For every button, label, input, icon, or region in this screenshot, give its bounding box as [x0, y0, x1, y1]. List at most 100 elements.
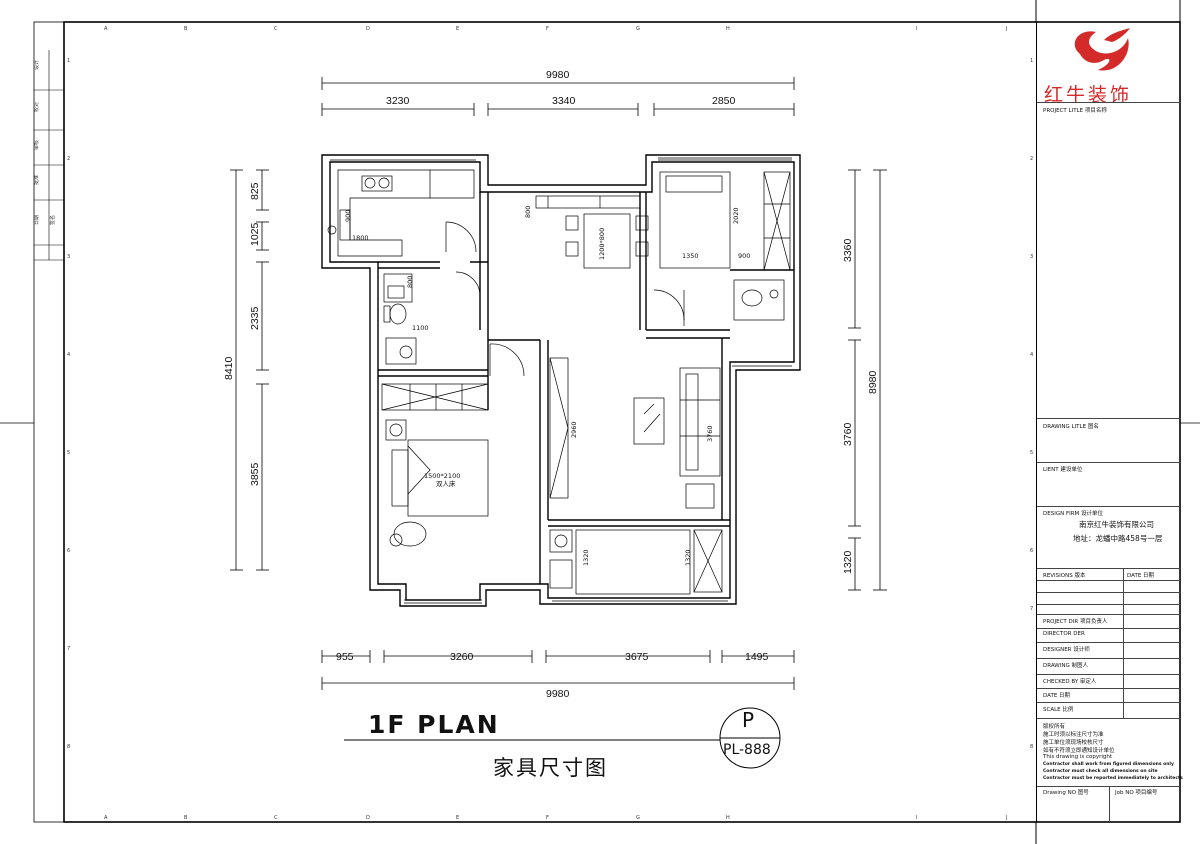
dim-bottom-seg: 3260: [450, 651, 474, 663]
drawing-no-label: Drawing NO 图号: [1043, 790, 1089, 796]
director-label: DIRECTOR DER: [1043, 631, 1085, 637]
svg-text:E: E: [456, 26, 459, 32]
svg-text:2: 2: [1030, 156, 1033, 162]
svg-text:F: F: [546, 26, 549, 32]
copyright-line: 施工时须以标注尺寸为准: [1043, 732, 1104, 738]
svg-text:1: 1: [67, 58, 70, 64]
windows: [330, 157, 792, 604]
dim-top-total: 9980: [546, 69, 570, 81]
svg-text:J: J: [1005, 815, 1007, 821]
svg-text:7: 7: [67, 646, 70, 652]
dim-right-seg: 3360: [842, 238, 854, 262]
svg-text:双人床: 双人床: [436, 479, 456, 488]
furniture: [327, 169, 791, 595]
svg-text:J: J: [1005, 26, 1007, 32]
room-labels: 900 1800 1200*800 800 800 1100 1500*2100…: [344, 206, 750, 566]
svg-text:4: 4: [67, 352, 70, 358]
stamp-letter: P: [742, 708, 755, 732]
dim-bottom-total: 9980: [546, 688, 570, 700]
dim-top-seg: 3230: [386, 95, 410, 107]
client-label: LIENT 建设单位: [1043, 467, 1083, 473]
svg-text:2960: 2960: [570, 421, 578, 438]
dim-left-total: 8410: [223, 356, 235, 380]
drawing-subtitle: 家具尺寸图: [493, 756, 608, 780]
svg-text:1350: 1350: [682, 252, 699, 260]
svg-text:C: C: [274, 26, 278, 32]
copyright-line: 施工单位须现场校核尺寸: [1043, 740, 1104, 746]
project-title-label: PROJECT LITLE 项目名称: [1043, 108, 1107, 114]
dim-left-seg: 2335: [249, 306, 261, 330]
brand-logo-mark: [1074, 28, 1130, 71]
date-col-label: DATE 日期: [1127, 573, 1155, 579]
svg-text:I: I: [916, 815, 917, 821]
dim-left-seg: 825: [249, 182, 261, 200]
dim-left-seg: 1025: [249, 222, 261, 246]
svg-text:3: 3: [67, 254, 70, 260]
copyright-line: 版权所有: [1043, 724, 1066, 730]
dim-bottom-seg: 3675: [625, 651, 649, 663]
svg-text:900: 900: [738, 252, 750, 260]
strip-label: 设计: [33, 60, 40, 70]
design-firm-label: DESIGN FIRM 设计单位: [1043, 511, 1104, 517]
drawing-frame: [63, 21, 1181, 823]
dimension-lines: [230, 77, 887, 690]
svg-text:1200*800: 1200*800: [598, 228, 606, 260]
brand-name: 红牛装饰: [1044, 84, 1133, 106]
drawing-label: DRAWING 制图人: [1043, 663, 1088, 669]
strip-label: 日期: [34, 215, 40, 225]
checked-label: CHECKED BY 审定人: [1043, 679, 1097, 685]
svg-text:F: F: [546, 815, 549, 821]
job-no-label: Job NO 项目编号: [1115, 790, 1158, 796]
svg-text:1800: 1800: [352, 234, 369, 242]
svg-text:7: 7: [1030, 606, 1033, 612]
dim-left-seg: 3855: [249, 462, 261, 486]
svg-text:2020: 2020: [732, 207, 740, 224]
dimension-labels: 9980 3230 3340 2850 955 3260 3675 1495 9…: [223, 69, 879, 700]
svg-text:D: D: [366, 26, 370, 32]
drawing-title-label: DRAWING LITLE 图名: [1043, 424, 1099, 430]
svg-text:B: B: [184, 815, 188, 821]
copyright-line: Contractor must be reported immediately …: [1043, 776, 1183, 781]
copyright-line: Contractor shall work from figured dimen…: [1043, 762, 1174, 767]
svg-text:6: 6: [67, 548, 70, 554]
copyright-line: This drawing is copyright: [1043, 754, 1113, 760]
svg-text:1100: 1100: [412, 324, 429, 332]
svg-text:6: 6: [1030, 548, 1033, 554]
svg-text:8: 8: [67, 744, 70, 750]
svg-text:5: 5: [1030, 450, 1033, 456]
strip-label: 审核: [33, 140, 40, 150]
strip-label: 批准: [33, 175, 40, 185]
left-strip-rows: [34, 50, 64, 261]
strip-label: 校对: [33, 102, 40, 112]
walls: [321, 154, 801, 607]
dim-right-seg: 1320: [842, 550, 854, 574]
dim-right-seg: 3760: [842, 422, 854, 446]
svg-text:G: G: [636, 26, 640, 32]
grid-letters-bottom: A B C D E F G H I J: [104, 815, 1007, 821]
firm-address: 地址：龙蟠中路458号一层: [1073, 534, 1163, 543]
svg-text:A: A: [104, 815, 108, 821]
drawing-title: 1F PLAN: [368, 710, 500, 739]
svg-text:G: G: [636, 815, 640, 821]
svg-text:I: I: [916, 26, 917, 32]
svg-text:8: 8: [1030, 744, 1033, 750]
revisions-label: REVISIONS 版本: [1043, 573, 1086, 579]
svg-text:800: 800: [524, 206, 532, 218]
svg-text:900: 900: [344, 210, 352, 222]
svg-text:1: 1: [1030, 58, 1033, 64]
svg-text:H: H: [726, 815, 730, 821]
strip-label: 签名: [49, 215, 56, 225]
scale-label: SCALE 比例: [1043, 707, 1074, 713]
svg-text:1320: 1320: [582, 549, 590, 566]
svg-text:C: C: [274, 815, 278, 821]
svg-text:800: 800: [406, 276, 414, 288]
svg-text:3760: 3760: [706, 425, 714, 442]
firm-name: 南京红牛装饰有限公司: [1079, 520, 1154, 529]
dim-top-seg: 3340: [552, 95, 576, 107]
dim-bottom-seg: 1495: [745, 651, 769, 663]
svg-text:E: E: [456, 815, 459, 821]
dim-bottom-seg: 955: [336, 651, 354, 663]
svg-text:4: 4: [1030, 352, 1033, 358]
title-block: PROJECT LITLE 项目名称 DRAWING LITLE 图名 LIEN…: [1036, 22, 1183, 822]
